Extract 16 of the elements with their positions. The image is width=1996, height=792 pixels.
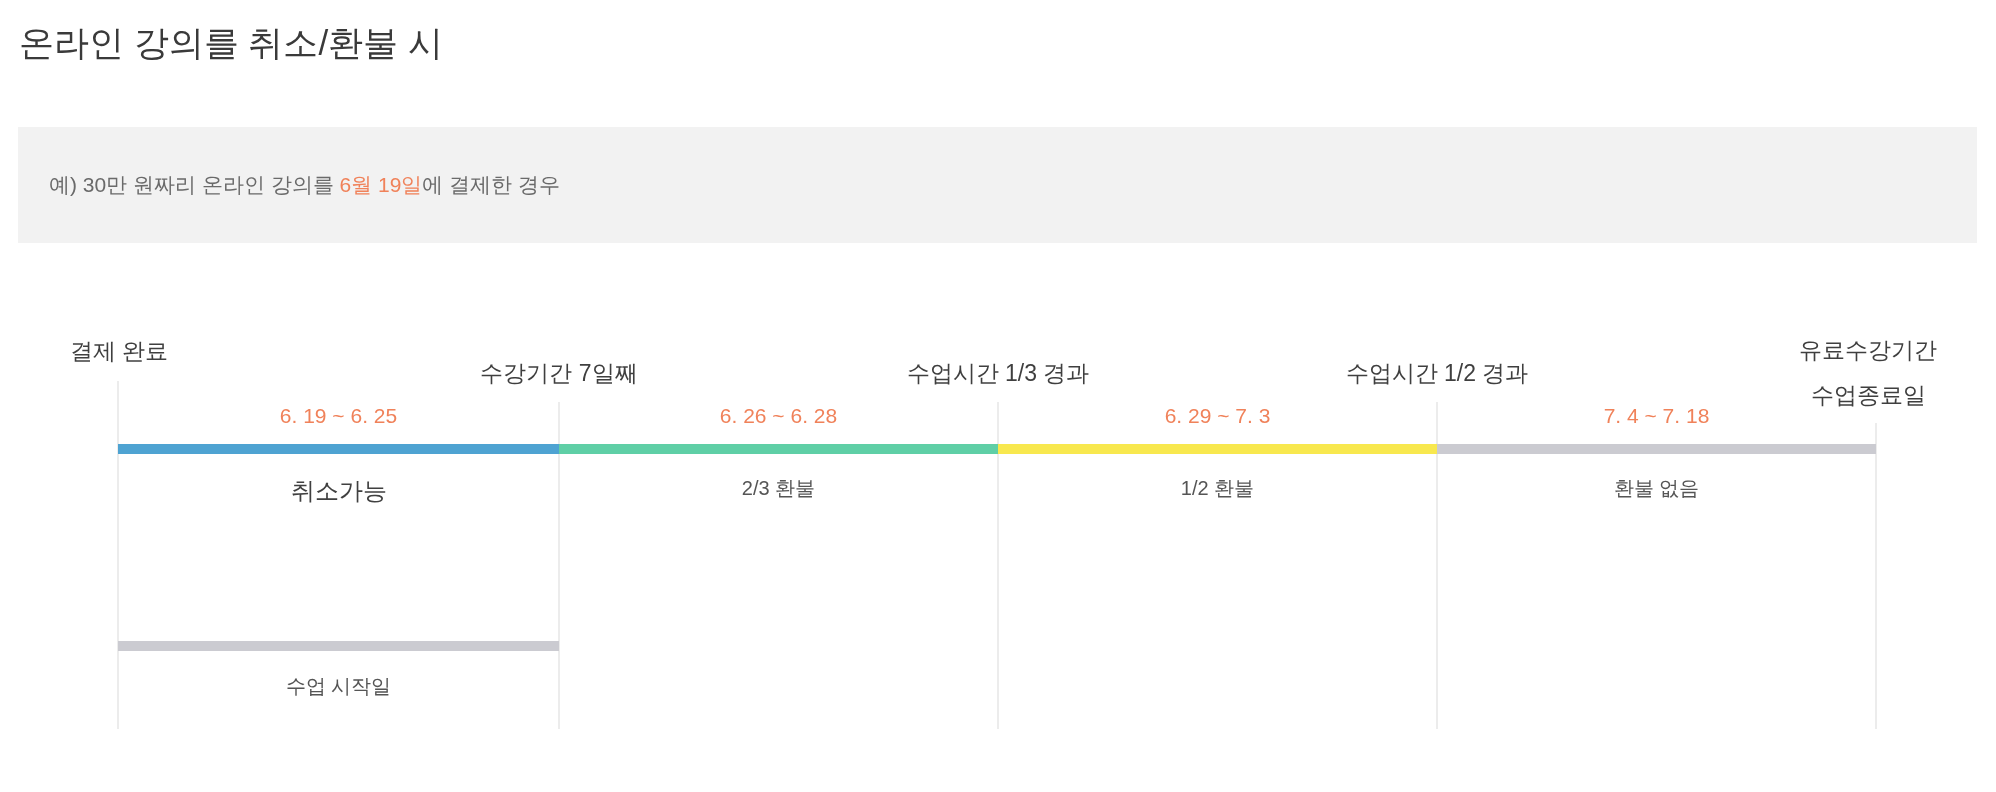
date-range: 6. 29 ~ 7. 3 <box>1164 404 1271 428</box>
milestone-label: 수강기간 7일째 <box>480 358 638 388</box>
page-title: 온라인 강의를 취소/환불 시 <box>19 22 443 64</box>
milestone-label: 수업시간 1/2 경과 <box>1345 358 1529 388</box>
date-range: 7. 4 ~ 7. 18 <box>1603 404 1710 428</box>
example-note: 예) 30만 원짜리 온라인 강의를 6월 19일에 결제한 경우 <box>18 127 1977 243</box>
milestone-label: 결제 완료 <box>69 336 169 366</box>
refund-status: 2/3 환불 <box>741 475 816 501</box>
bar-caption: 수업 시작일 <box>285 673 392 699</box>
milestone-label: 수업시간 1/3 경과 <box>906 358 1090 388</box>
date-range: 6. 26 ~ 6. 28 <box>719 404 838 428</box>
date-range: 6. 19 ~ 6. 25 <box>279 404 398 428</box>
refund-status: 환불 없음 <box>1613 475 1700 501</box>
refund-status: 취소가능 <box>290 476 387 506</box>
refund-status: 1/2 환불 <box>1180 475 1255 501</box>
milestone-label: 유료수강기간 수업종료일 <box>1798 336 1938 410</box>
